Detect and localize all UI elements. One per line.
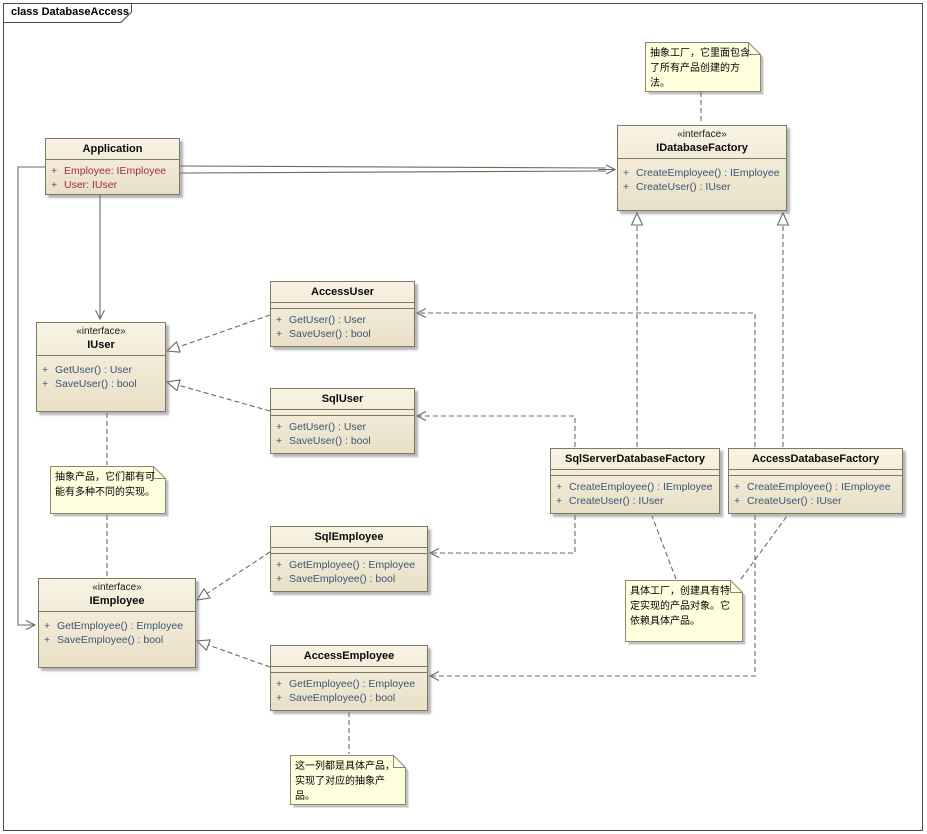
realization-accessemployee-to-iemployee[interactable] [197, 641, 271, 668]
member-row: +CreateUser() : IUser [734, 495, 842, 507]
empty-attributes-compartment [271, 303, 414, 309]
member-row: +GetEmployee() : Employee [44, 620, 184, 632]
note-abstract-factory[interactable]: 抽象工厂，它里面包含了所有产品创建的方法。 [645, 42, 765, 96]
member-row: +SaveUser() : bool [276, 435, 371, 447]
class-members: +CreateEmployee() : IEmployee +CreateUse… [729, 476, 902, 508]
note-shape [50, 466, 169, 517]
class-members: +GetEmployee() : Employee +SaveEmployee(… [39, 612, 195, 647]
class-iuser[interactable]: «interface» IUser +GetUser() : User +Sav… [36, 322, 166, 412]
empty-attributes-compartment [271, 410, 414, 416]
class-header: «interface» IUser [37, 323, 165, 356]
class-name: AccessUser [311, 286, 374, 298]
member-row: +SaveEmployee() : bool [276, 692, 396, 704]
class-name: Application [82, 143, 143, 155]
class-idatabasefactory[interactable]: «interface» IDatabaseFactory +CreateEmpl… [617, 125, 787, 211]
class-name: SqlUser [321, 393, 364, 405]
class-header: «interface» IEmployee [39, 579, 195, 612]
dependency-accessfactory-to-accessemployee[interactable] [428, 515, 756, 681]
empty-attributes-compartment [729, 470, 902, 476]
class-header: SqlUser [271, 389, 414, 410]
member-row: +CreateEmployee() : IEmployee [734, 481, 891, 493]
notelink-concrete-factory-right[interactable] [740, 515, 788, 580]
class-name: SqlEmployee [314, 531, 384, 543]
dependency-sqlserverfactory-to-sqlemployee[interactable] [428, 515, 576, 558]
class-name: IDatabaseFactory [656, 142, 748, 154]
class-members: +CreateEmployee() : IEmployee +CreateUse… [551, 476, 719, 508]
dependency-sqlserverfactory-to-sqluser[interactable] [415, 411, 576, 447]
member-row: +SaveEmployee() : bool [276, 573, 396, 585]
member-row: +User: IUser [51, 179, 118, 191]
class-members: +GetUser() : User +SaveUser() : bool [271, 416, 414, 448]
class-members: +Employee: IEmployee +User: IUser [46, 160, 179, 192]
note-concrete-factory[interactable]: 具体工厂，创建具有特定实现的产品对象。它依赖具体产品。 [625, 580, 747, 646]
class-header: Application [46, 139, 179, 160]
class-header: SqlEmployee [271, 527, 427, 548]
class-sqluser[interactable]: SqlUser +GetUser() : User +SaveUser() : … [270, 388, 415, 454]
note-text: 抽象产品，它们都有可能有多种不同的实现。 [55, 472, 155, 498]
member-row: +SaveUser() : bool [42, 378, 137, 390]
realization-sqluser-to-iuser[interactable] [167, 382, 271, 412]
class-header: «interface» IDatabaseFactory [618, 126, 786, 159]
member-row: +GetEmployee() : Employee [276, 559, 416, 571]
class-members: +GetUser() : User +SaveUser() : bool [271, 309, 414, 341]
dependency-accessfactory-to-accessuser[interactable] [415, 308, 756, 447]
empty-attributes-compartment [271, 548, 427, 554]
class-header: SqlServerDatabaseFactory [551, 449, 719, 470]
class-members: +GetEmployee() : Employee +SaveEmployee(… [271, 673, 427, 705]
frame-title: class DatabaseAccess [11, 6, 130, 18]
note-shape [625, 580, 746, 645]
class-accessemployee[interactable]: AccessEmployee +GetEmployee() : Employee… [270, 645, 428, 711]
class-members: +CreateEmployee() : IEmployee +CreateUse… [618, 159, 786, 194]
member-row: +GetUser() : User [42, 364, 133, 376]
member-row: +Employee: IEmployee [51, 165, 167, 177]
class-sqlemployee[interactable]: SqlEmployee +GetEmployee() : Employee +S… [270, 526, 428, 592]
class-accessdatabasefactory[interactable]: AccessDatabaseFactory +CreateEmployee() … [728, 448, 903, 514]
note-text: 具体工厂，创建具有特定实现的产品对象。它依赖具体产品。 [630, 586, 730, 627]
member-row: +SaveEmployee() : bool [44, 634, 164, 646]
class-application[interactable]: Application +Employee: IEmployee +User: … [45, 138, 180, 195]
member-row: +CreateUser() : IUser [623, 181, 731, 193]
note-shape [290, 755, 409, 808]
member-row: +GetEmployee() : Employee [276, 678, 416, 690]
class-accessuser[interactable]: AccessUser +GetUser() : User +SaveUser()… [270, 281, 415, 347]
class-name: IUser [87, 339, 115, 351]
empty-attributes-compartment [551, 470, 719, 476]
member-row: +GetUser() : User [276, 421, 367, 433]
stereotype-label: «interface» [677, 129, 727, 140]
class-header: AccessEmployee [271, 646, 427, 667]
stereotype-label: «interface» [76, 326, 126, 337]
member-row: +SaveUser() : bool [276, 328, 371, 340]
class-name: SqlServerDatabaseFactory [564, 453, 705, 465]
realization-accessuser-to-iuser[interactable] [167, 314, 271, 351]
note-abstract-product[interactable]: 抽象产品，它们都有可能有多种不同的实现。 [50, 466, 170, 518]
class-header: AccessUser [271, 282, 414, 303]
class-name: IEmployee [89, 595, 145, 607]
note-concrete-product[interactable]: 这一列都是具体产品，实现了对应的抽象产品。 [290, 755, 410, 809]
member-row: +CreateUser() : IUser [556, 495, 664, 507]
empty-attributes-compartment [271, 667, 427, 673]
class-sqlserverdatabasefactory[interactable]: SqlServerDatabaseFactory +CreateEmployee… [550, 448, 720, 514]
class-members: +GetEmployee() : Employee +SaveEmployee(… [271, 554, 427, 586]
class-members: +GetUser() : User +SaveUser() : bool [37, 356, 165, 391]
frame-tab [3, 3, 132, 23]
note-text: 这一列都是具体产品，实现了对应的抽象产品。 [295, 761, 395, 802]
class-iemployee[interactable]: «interface» IEmployee +GetEmployee() : E… [38, 578, 196, 668]
notelink-concrete-factory-left[interactable] [651, 515, 677, 580]
class-name: AccessDatabaseFactory [751, 453, 880, 465]
member-row: +CreateEmployee() : IEmployee [556, 481, 713, 493]
member-row: +CreateEmployee() : IEmployee [623, 167, 780, 179]
association-application-to-iemployee[interactable] [17, 166, 45, 630]
stereotype-label: «interface» [92, 582, 142, 593]
association-application-to-idatabasefactory-b[interactable] [179, 170, 607, 174]
class-name: AccessEmployee [303, 650, 395, 662]
association-application-to-idatabasefactory-a[interactable] [179, 165, 607, 169]
note-text: 抽象工厂，它里面包含了所有产品创建的方法。 [650, 48, 750, 89]
class-header: AccessDatabaseFactory [729, 449, 902, 470]
note-shape [645, 42, 764, 95]
member-row: +GetUser() : User [276, 314, 367, 326]
realization-sqlemployee-to-iemployee[interactable] [197, 551, 271, 600]
